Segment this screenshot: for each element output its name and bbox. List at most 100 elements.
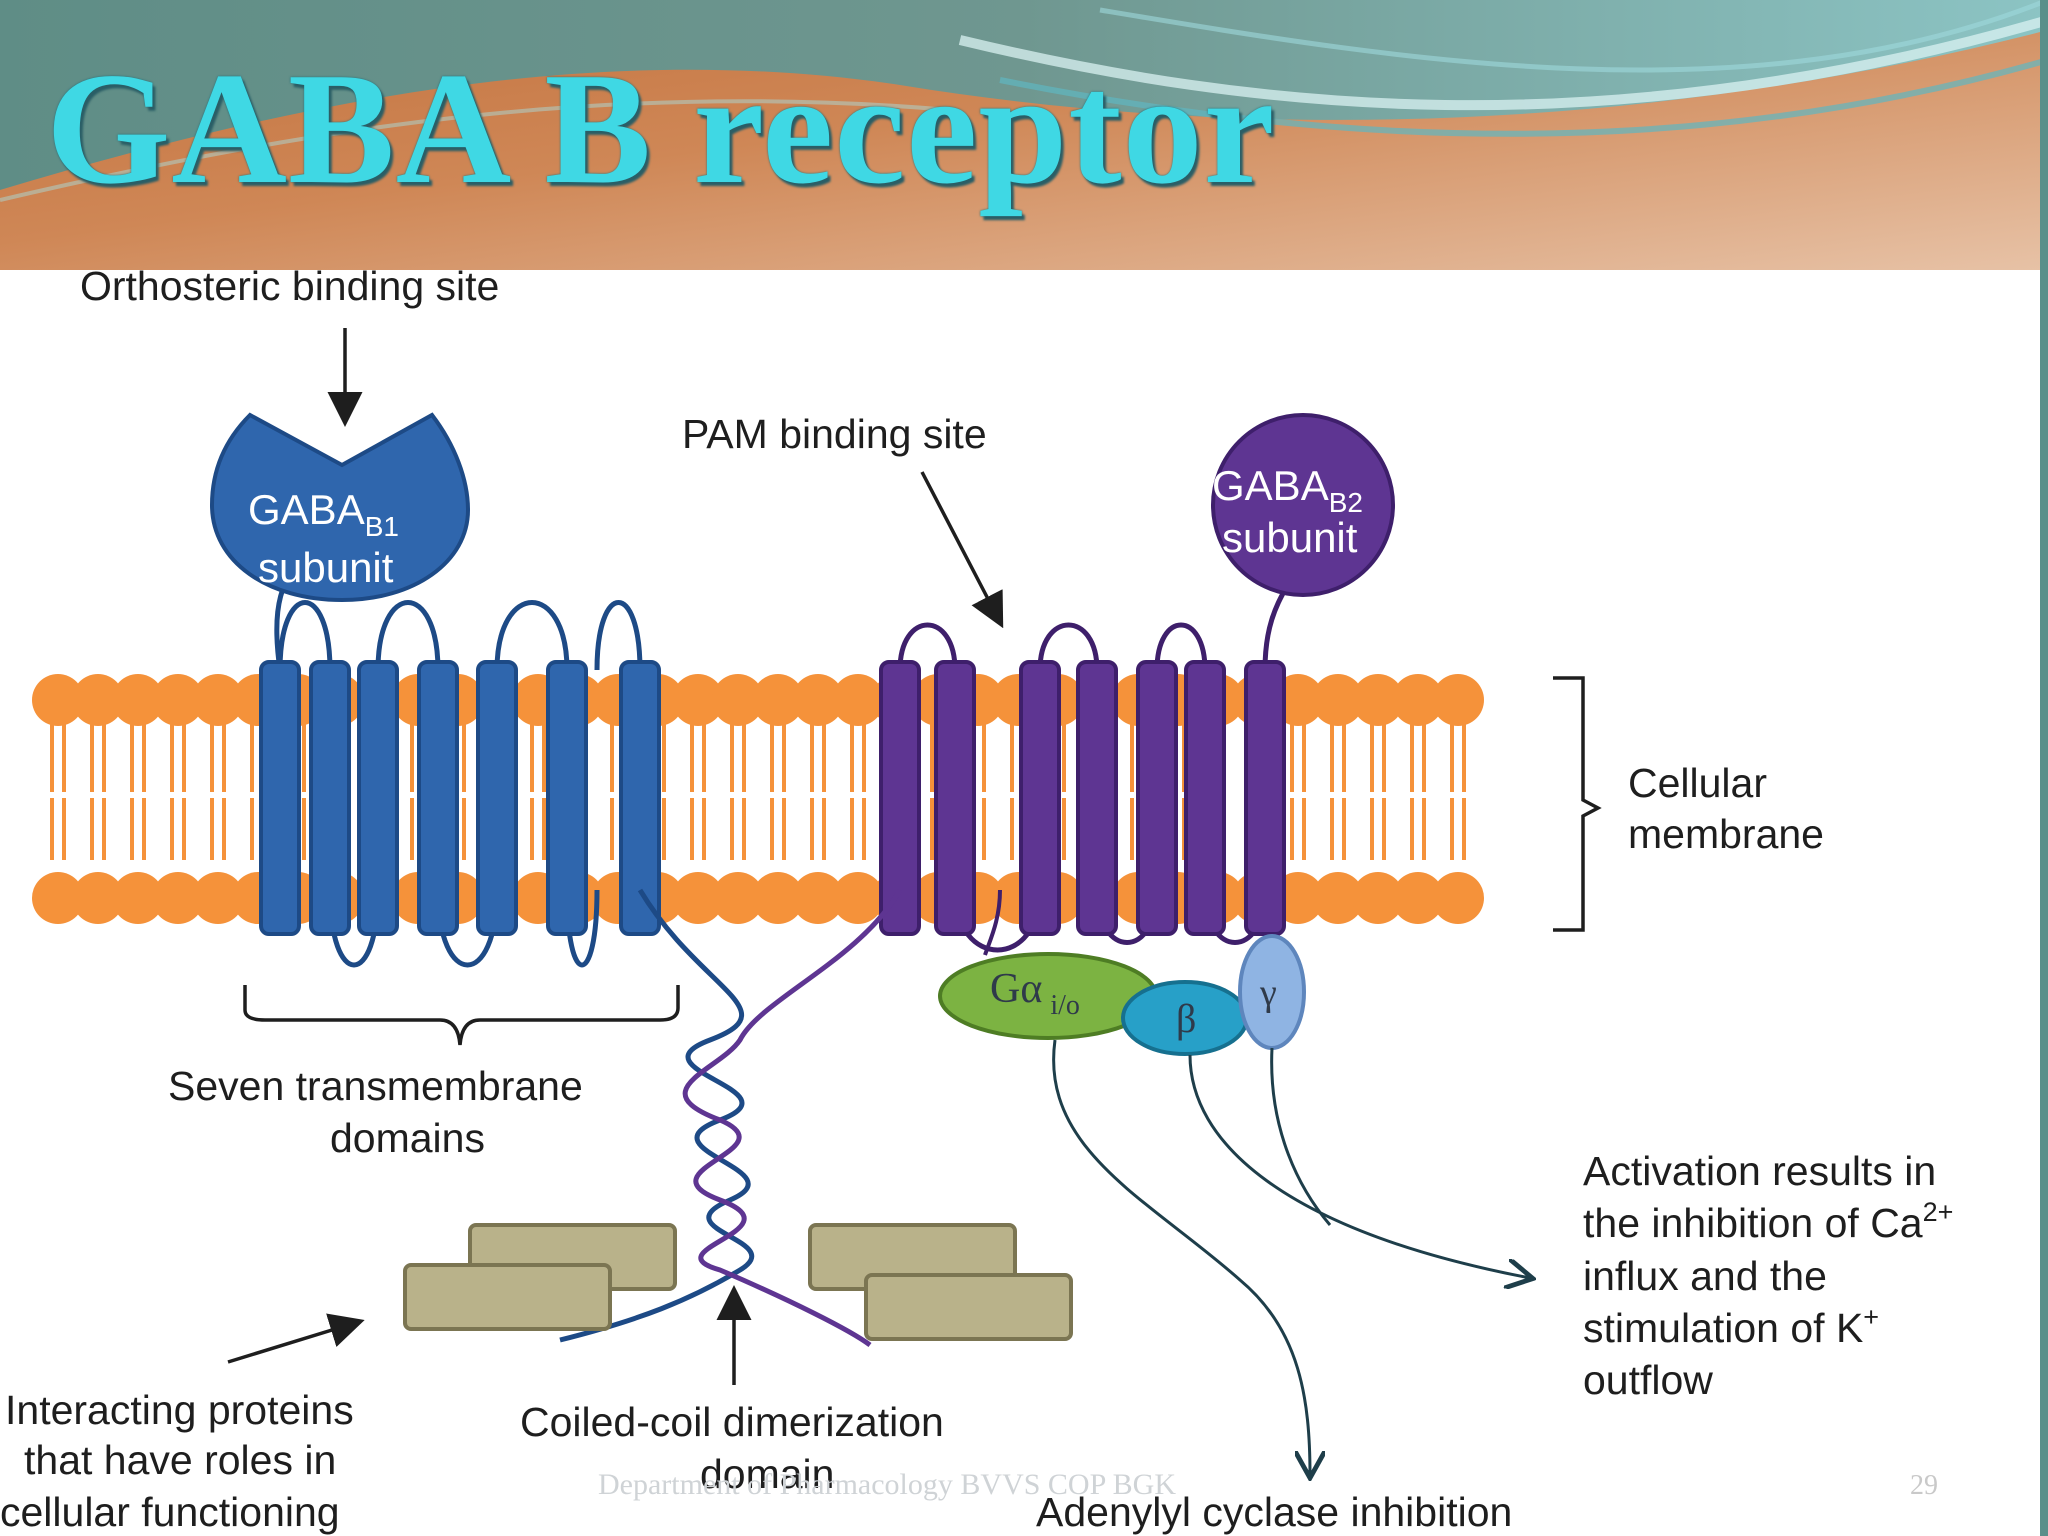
transmembrane-helix — [546, 660, 588, 936]
coiled-coil-label-line1: Coiled-coil dimerization — [520, 1399, 944, 1445]
lipid-head — [672, 674, 724, 726]
membrane-bracket — [1553, 676, 1602, 932]
lipid-head — [112, 872, 164, 924]
gaba-b2-subunit-shape — [1211, 413, 1395, 597]
interacting-label-line2: that have roles in — [24, 1437, 336, 1483]
lipid-head — [112, 674, 164, 726]
pam-arrow — [920, 471, 1004, 629]
lipid-head — [752, 872, 804, 924]
transmembrane-helix — [1244, 660, 1286, 936]
g-gamma-label: γ — [1259, 972, 1277, 1014]
gaba-b1-subunit: GABAB1 subunit — [209, 412, 471, 603]
alpha-to-adenylyl-arrow — [1052, 1039, 1310, 1475]
transmembrane-helix — [417, 660, 459, 936]
transmembrane-helix — [309, 660, 351, 936]
protein-box — [403, 1263, 612, 1331]
interacting-proteins-arrow — [227, 1313, 365, 1364]
activation-label-line4: stimulation of K+ — [1583, 1302, 1879, 1351]
slide-title: GABA B receptor — [46, 39, 1276, 217]
lipid-head — [832, 674, 884, 726]
gaba-b2-transmembrane-domain — [897, 578, 1293, 953]
seven-tm-label-line1: Seven transmembrane — [168, 1063, 583, 1109]
right-edge-strip — [2040, 0, 2048, 1536]
title-banner — [0, 0, 2048, 270]
lipid-head — [1312, 674, 1364, 726]
activation-label-line1: Activation results in — [1583, 1148, 1936, 1194]
lipid-head — [1312, 872, 1364, 924]
b2-helices — [879, 660, 1286, 936]
transmembrane-helix — [259, 660, 301, 936]
cellular-membrane — [30, 674, 1510, 924]
lipid-head — [192, 674, 244, 726]
gaba-b1-subunit-shape — [209, 412, 471, 603]
coiled-coil-dimerization-domain — [559, 888, 903, 1348]
transmembrane-helix — [1184, 660, 1226, 936]
gaba-b2-subunit: GABAB2 subunit — [1211, 413, 1395, 597]
gaba-b1-transmembrane-domain — [274, 558, 643, 968]
transmembrane-helix — [476, 660, 518, 936]
coiled-coil-label-line2: domain — [700, 1451, 834, 1497]
beta-to-activation-arrow — [1188, 1054, 1530, 1278]
lipid-head — [192, 872, 244, 924]
lipid-head — [152, 872, 204, 924]
lipid-head — [792, 674, 844, 726]
pointer-arrows — [227, 328, 1004, 1385]
slide-number: 29 — [1910, 1470, 1938, 1501]
activation-label-line2: the inhibition of Ca2+ — [1583, 1197, 1953, 1246]
transmembrane-helix — [879, 660, 921, 936]
gaba-b1-subunit-word: subunit — [258, 544, 394, 591]
b2-c-tail — [682, 888, 903, 1348]
lipid-head — [832, 872, 884, 924]
activation-label-line5: outflow — [1583, 1357, 1713, 1403]
lipid-head — [712, 674, 764, 726]
lipid-head — [792, 872, 844, 924]
activation-label-line3: influx and the — [1583, 1253, 1827, 1299]
lipid-head — [672, 872, 724, 924]
b1-helices — [259, 660, 661, 936]
lipid-head — [1392, 872, 1444, 924]
membrane-label-line1: Cellular — [1628, 760, 1767, 806]
g-alpha-link — [983, 889, 1002, 956]
b2-loops — [897, 578, 1293, 953]
gamma-to-activation-line — [1270, 1047, 1332, 1226]
gaba-b2-subunit-word: subunit — [1222, 514, 1358, 561]
membrane-midline — [30, 792, 1510, 798]
transmembrane-helix — [1136, 660, 1178, 936]
transmembrane-helix — [357, 660, 399, 936]
lipid-head — [72, 674, 124, 726]
b1-loops — [277, 600, 643, 968]
seven-tm-brace — [243, 985, 680, 1046]
seven-tm-label-line2: domains — [330, 1115, 485, 1161]
transmembrane-helix — [619, 660, 661, 936]
lipid-head — [1432, 674, 1484, 726]
g-beta-label: β — [1176, 996, 1196, 1041]
lipid-head — [1392, 674, 1444, 726]
lipid-head — [1352, 674, 1404, 726]
lipid-head — [712, 872, 764, 924]
protein-box — [864, 1273, 1073, 1341]
adenylyl-cyclase-label: Adenylyl cyclase inhibition — [1036, 1489, 1512, 1535]
pam-site-label: PAM binding site — [682, 411, 987, 457]
lipid-head — [72, 872, 124, 924]
lipid-head — [752, 674, 804, 726]
orthosteric-site-label: Orthosteric binding site — [80, 263, 499, 309]
membrane-label-line2: membrane — [1628, 811, 1824, 857]
gaba-b2-label: GABAB2 — [1212, 462, 1363, 518]
signal-lines — [1052, 1039, 1530, 1475]
transmembrane-helix — [1076, 660, 1118, 936]
lipid-head — [32, 872, 84, 924]
interacting-label-line3: cellular functioning — [0, 1489, 340, 1535]
footer-text: Department of Pharmacology BVVS COP BGK — [598, 1468, 1176, 1501]
b1-c-tail — [559, 888, 755, 1343]
transmembrane-helix — [934, 660, 976, 936]
gaba-b1-label: GABAB1 — [248, 486, 399, 542]
transmembrane-helix — [1019, 660, 1061, 936]
lipid-head — [1432, 872, 1484, 924]
lipid-head — [1352, 872, 1404, 924]
interacting-label-line1: Interacting proteins — [5, 1387, 354, 1433]
interacting-proteins — [403, 1223, 1073, 1341]
